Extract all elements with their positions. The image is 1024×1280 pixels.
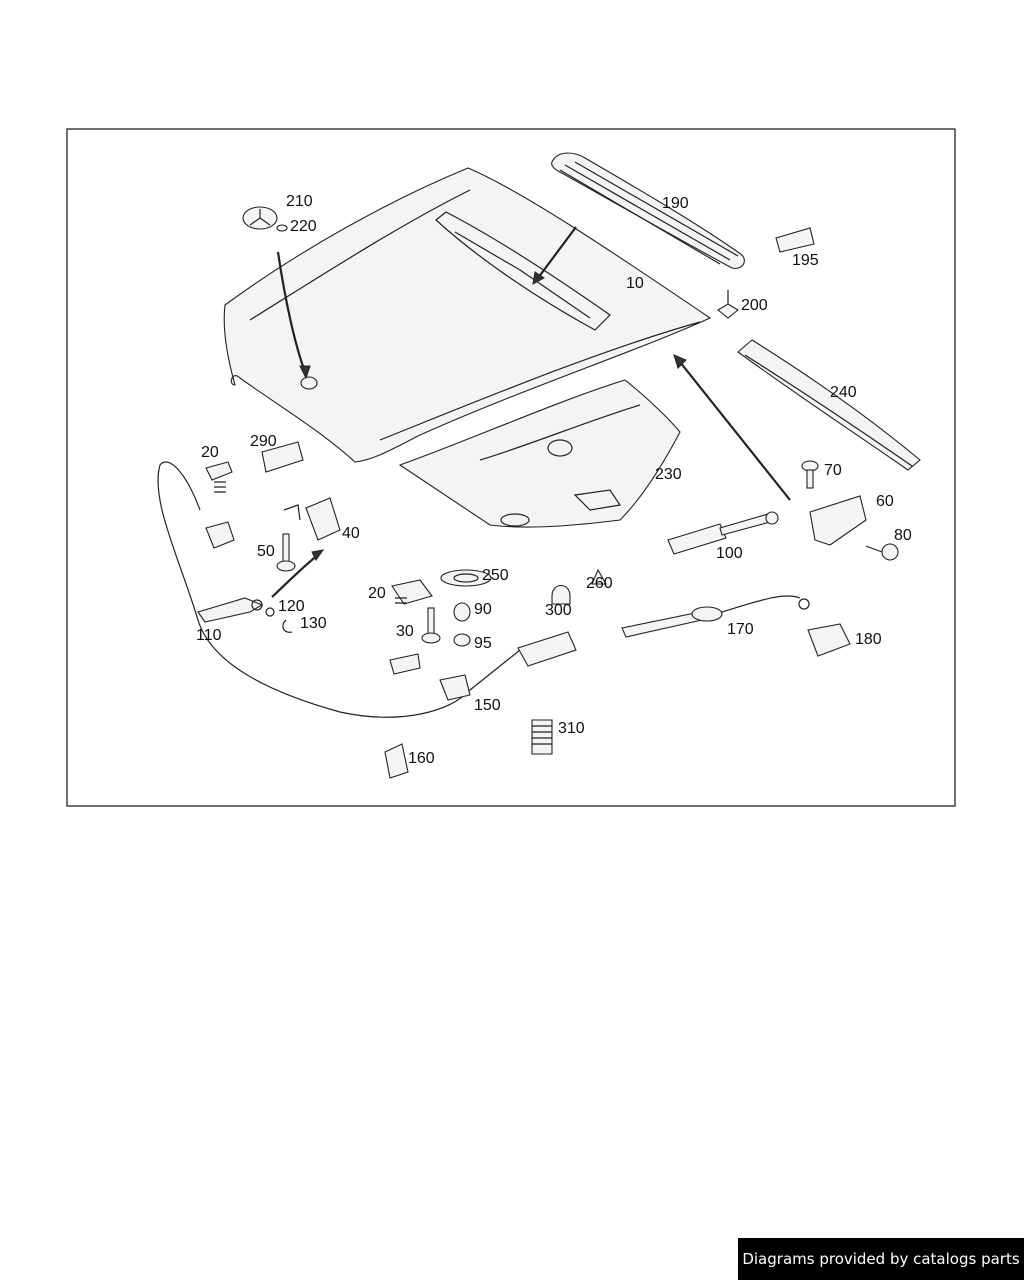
grille-part xyxy=(551,152,745,269)
callout-190: 190 xyxy=(662,195,689,212)
callout-20: 20 xyxy=(201,444,219,461)
callout-160: 160 xyxy=(408,750,435,767)
callout-180: 180 xyxy=(855,631,882,648)
seal-strip-part xyxy=(737,339,921,471)
callout-130: 130 xyxy=(300,615,327,632)
arrows xyxy=(271,226,791,598)
diagram-frame xyxy=(66,128,956,807)
release-lever-part xyxy=(197,597,293,633)
callout-120: 120 xyxy=(278,598,305,615)
callout-250: 250 xyxy=(482,567,509,584)
callout-300: 300 xyxy=(545,602,572,619)
emblem-part xyxy=(242,206,318,390)
clip-parts xyxy=(717,227,851,657)
callout-200: 200 xyxy=(741,297,768,314)
hinge-parts xyxy=(801,460,899,561)
release-cable-part xyxy=(157,461,577,718)
callout-70: 70 xyxy=(824,462,842,479)
callout-labels: 10 20 20 30 40 50 60 70 80 90 95 100 110… xyxy=(196,193,912,767)
inner-panel-part xyxy=(398,379,681,528)
callout-30: 30 xyxy=(396,623,414,640)
latch-parts xyxy=(205,441,341,572)
callout-195: 195 xyxy=(792,252,819,269)
hood-part xyxy=(223,167,712,463)
diagram-credit-banner: Diagrams provided by catalogs parts xyxy=(738,1238,1024,1280)
cable-170-part xyxy=(621,595,810,638)
gas-strut-part xyxy=(667,511,779,555)
callout-290: 290 xyxy=(250,433,277,450)
callout-10: 10 xyxy=(626,275,644,292)
callout-80: 80 xyxy=(894,527,912,544)
callout-210: 210 xyxy=(286,193,313,210)
callout-40: 40 xyxy=(342,525,360,542)
callout-230: 230 xyxy=(655,466,682,483)
callout-100: 100 xyxy=(716,545,743,562)
callout-20: 20 xyxy=(368,585,386,602)
callout-90: 90 xyxy=(474,601,492,618)
callout-110: 110 xyxy=(196,627,222,644)
callout-50: 50 xyxy=(257,543,275,560)
callout-150: 150 xyxy=(474,697,501,714)
callout-60: 60 xyxy=(876,493,894,510)
callout-170: 170 xyxy=(727,621,754,638)
callout-260: 260 xyxy=(586,575,613,592)
callout-95: 95 xyxy=(474,635,492,652)
callout-240: 240 xyxy=(830,384,857,401)
callout-310: 310 xyxy=(558,720,585,737)
middle-parts xyxy=(384,568,607,779)
callout-220: 220 xyxy=(290,218,317,235)
